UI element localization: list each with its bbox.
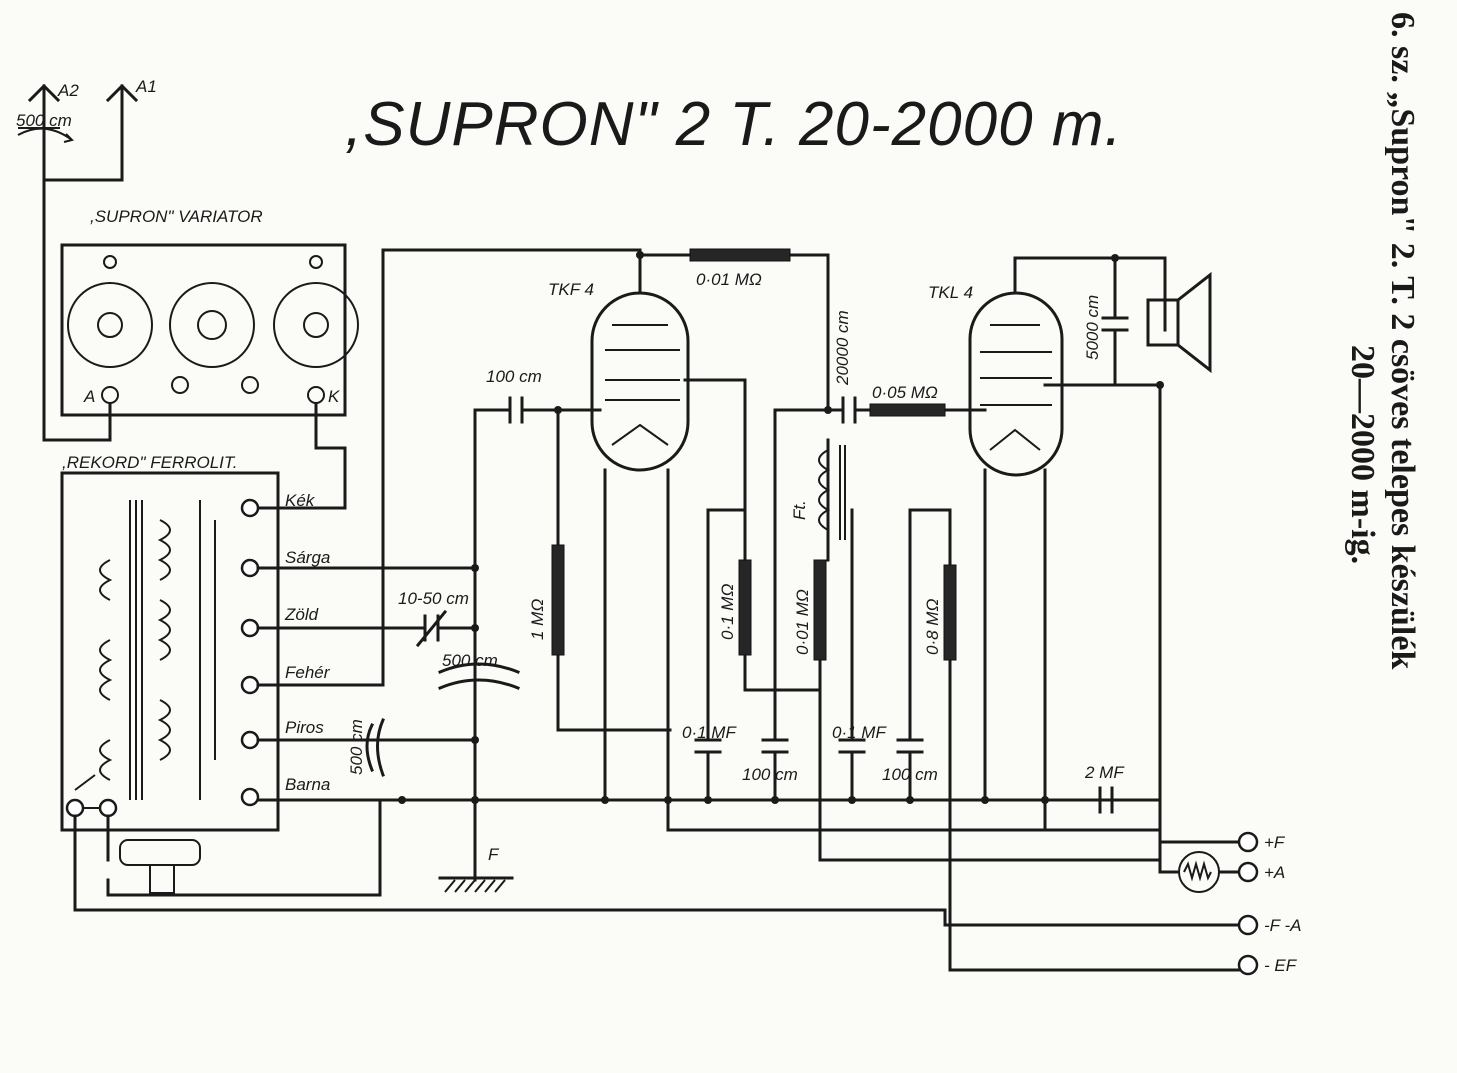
variator-title: ,SUPRON" VARIATOR	[90, 207, 263, 226]
variator-box: ,SUPRON" VARIATOR A K	[60, 207, 359, 510]
tube2-label: TKL 4	[928, 283, 973, 302]
output-plus-f: +F	[1264, 833, 1286, 852]
output-minus-ef: - EF	[1264, 956, 1298, 975]
ground-symbol: F	[438, 845, 514, 893]
grid-leak-label: 1 MΩ	[528, 599, 547, 640]
terminal-sarga: Sárga	[285, 548, 330, 567]
resistor-anode	[689, 248, 791, 262]
ferrolit-box: ,REKORD" FERROLIT.	[60, 453, 947, 912]
resistor-grid-stop	[869, 403, 946, 417]
grid-cap-label: 100 cm	[486, 367, 542, 386]
choke-label: Ft.	[790, 500, 809, 520]
tube-tkl4: TKL 4	[928, 283, 1064, 477]
output-minus-f-a: -F -A	[1264, 916, 1301, 935]
speaker-icon	[1146, 271, 1212, 374]
diagram-title: ,SUPRON" 2 T. 20-2000 m.	[345, 90, 1123, 159]
resistors: 0·01 MΩ 0·05 MΩ 1 MΩ 0·1 MΩ 0·01 MΩ 0·8 …	[528, 248, 957, 661]
tube-tkf4: TKF 4	[548, 280, 690, 472]
terminal-piros: Piros	[285, 718, 324, 737]
small-cap1-label: 100 cm	[742, 765, 798, 784]
junctions	[398, 251, 1164, 804]
grid-stop-label: 0·05 MΩ	[872, 383, 938, 402]
caption-line-2: 20—2000 m-ig.	[1344, 345, 1381, 564]
tube1-label: TKF 4	[548, 280, 594, 299]
terminal-kek: Kék	[285, 491, 316, 510]
coupling-cap-label: 20000 cm	[833, 310, 852, 386]
resistor-decouple	[813, 559, 827, 661]
side-caption: 6. sz. „Supron" 2. T. 2 csöves telepes k…	[1384, 12, 1421, 669]
trimmer-label: 10-50 cm	[398, 589, 469, 608]
grid-res2-label: 0·8 MΩ	[923, 599, 942, 655]
antenna-symbols: A2 A1 500 cm	[16, 77, 157, 442]
resistor-grid-leak	[551, 544, 565, 656]
terminal-feher: Fehér	[285, 663, 331, 682]
antenna-cap-label: 500 cm	[16, 111, 72, 130]
decouple-res-label: 0·01 MΩ	[793, 589, 812, 655]
variator-k-label: K	[328, 387, 340, 406]
ferrolit-title: ,REKORD" FERROLIT.	[62, 453, 237, 472]
tuning-cap-label: 500 cm	[442, 651, 498, 670]
terminal-barna: Barna	[285, 775, 330, 794]
anode-res-label: 0·01 MΩ	[696, 270, 762, 289]
small-cap2-label: 100 cm	[882, 765, 938, 784]
caption-line-1: 6. sz. „Supron" 2. T. 2 csöves telepes k…	[1384, 12, 1421, 669]
choke-ft: Ft.	[790, 445, 846, 540]
filter-cap-label: 2 MF	[1084, 763, 1125, 782]
ground-label: F	[488, 845, 500, 864]
output-plus-a: +A	[1264, 863, 1285, 882]
antenna-a2-label: A2	[57, 81, 79, 100]
bypass1-label: 0·1 MF	[682, 723, 737, 742]
ferrolit-terminals: Kék Sárga Zöld Fehér Piros Barna	[240, 491, 331, 807]
bypass2-label: 0·1 MF	[832, 723, 887, 742]
reaction-cap-label: 500 cm	[347, 719, 366, 775]
terminal-zold: Zöld	[284, 605, 319, 624]
speaker-cap-label: 5000 cm	[1083, 295, 1102, 360]
screen-res-label: 0·1 MΩ	[718, 584, 737, 640]
fuse-icon	[1183, 860, 1212, 882]
resistor-screen	[738, 559, 752, 656]
variator-a-label: A	[83, 387, 95, 406]
antenna-a1-label: A1	[135, 77, 157, 96]
resistor-grid2	[943, 564, 957, 661]
side-caption-2: 20—2000 m-ig.	[1344, 345, 1381, 564]
output-terminals: +F +A -F -A - EF	[1178, 831, 1301, 976]
capacitors: 100 cm 10-50 cm 500 cm 500 cm 20000 cm 5…	[347, 295, 1129, 814]
